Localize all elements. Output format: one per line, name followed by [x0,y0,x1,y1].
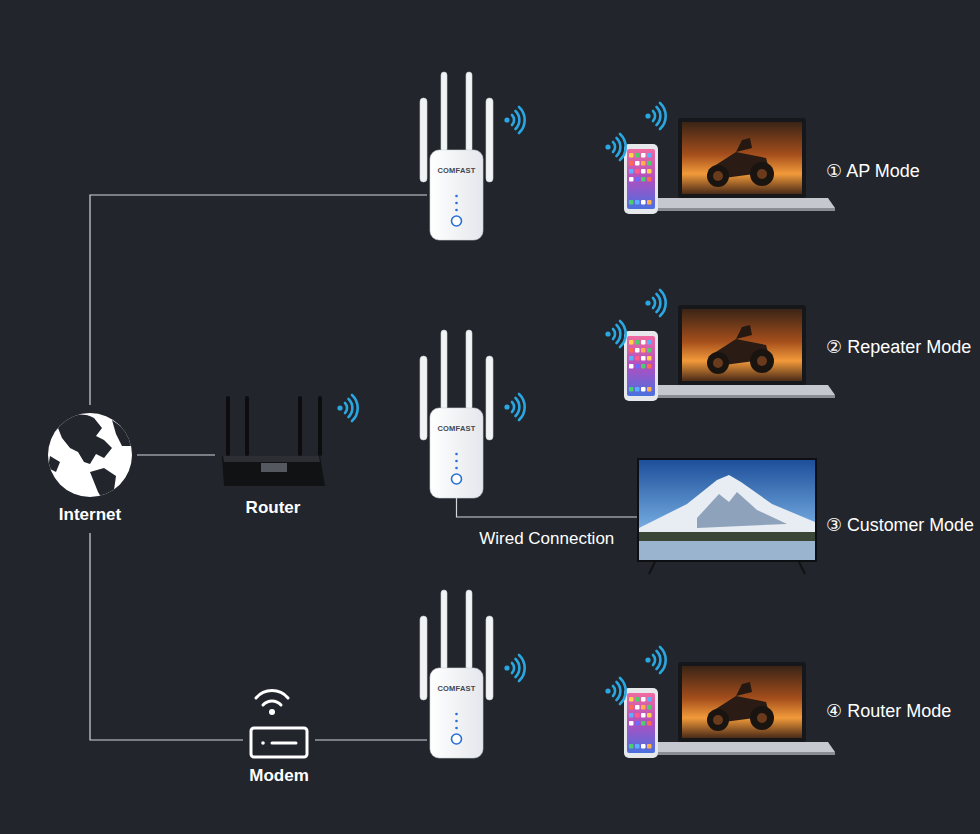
modem-icon-part [263,701,281,705]
wire-connector [457,498,638,517]
router-drawing-part [223,456,320,462]
client-devices [605,103,835,758]
tv-drawing-part [639,475,815,534]
tv-drawing-part [639,460,815,560]
brand-label: COMFAST [427,684,486,693]
device-group: ② Repeater Mode [600,288,975,406]
router-drawing-part [337,395,357,421]
brand-label: COMFAST [427,424,486,433]
modem-icon-part [256,691,288,698]
internet-globe: Internet [43,405,137,533]
modem-icon-part [261,741,265,745]
mode-label: ① AP Mode [826,161,920,183]
extenders-part [420,72,493,240]
extenders-part [420,590,493,758]
tv-drawing-part [639,532,815,541]
edge-label: Wired Connection [479,529,614,549]
edge-label-holder: Wired Connection [479,529,614,549]
client-devices-part [605,290,835,401]
modem-icon [251,691,307,757]
mode-label: ④ Router Mode [826,701,951,723]
wire-connector [90,533,243,740]
wire-connector [90,195,427,405]
router-drawing [222,395,358,486]
device-group: ④ Router Mode [600,645,975,765]
device-group: ① AP Mode [600,100,975,218]
tv-drawing-part [637,458,817,562]
mode-label: ③ Customer Mode [826,515,974,536]
router-drawing-part [222,456,325,486]
extenders-part [420,330,493,498]
router-drawing-part [261,463,287,472]
extender-unit: COMFAST [427,668,486,758]
client-devices-part [605,103,835,214]
globe-icon-part [48,415,134,502]
modem-box: Modem [243,690,315,790]
extenders-part [504,107,524,133]
brand-label: COMFAST [427,166,486,175]
router-drawing-part [245,396,249,456]
tv-drawing-part [697,492,787,528]
globe-icon-part-part [48,456,60,472]
wire-connector [315,739,427,740]
globe-icon-part-part [56,415,112,464]
node-label: Router [215,498,331,518]
node-label: Modem [243,766,315,786]
wire-connector [137,454,215,455]
modem-icon-part [269,709,275,715]
globe-icon [48,413,134,502]
router-drawing-part [318,396,322,456]
tv-drawing-part [799,562,805,574]
tv-drawing-part [649,562,655,574]
extenders-part [504,394,524,420]
extenders [420,72,525,758]
modem-icon-part [251,728,307,757]
node-label: Internet [43,505,137,525]
globe-icon-part-part [90,468,116,502]
mode-label: ② Repeater Mode [826,337,971,359]
tv-drawing [637,458,817,574]
client-devices-part [605,647,835,758]
router-drawing-part [226,396,230,456]
globe-icon-part-part [112,420,134,446]
router-drawing-part [298,396,302,456]
router-box: Router [215,390,331,520]
tv-screen: ③ Customer Mode [637,458,977,576]
extender-unit: COMFAST [427,408,486,498]
extender-unit: COMFAST [427,150,486,240]
tv-drawing-part [639,541,815,560]
modem-icon-part [272,742,296,745]
extenders-part [504,655,524,681]
